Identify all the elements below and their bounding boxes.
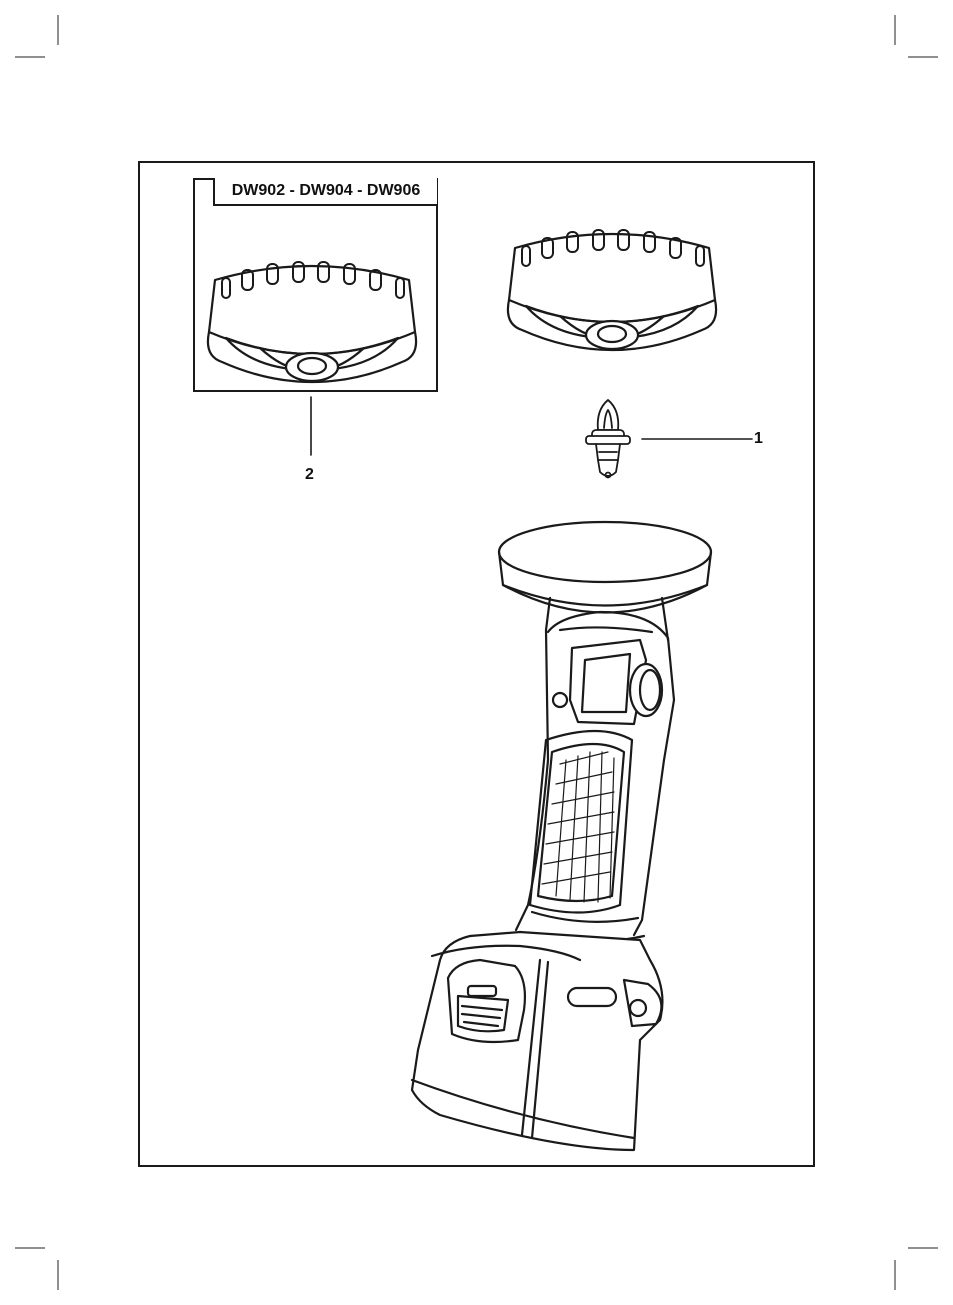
- bulb-icon: [586, 400, 630, 478]
- model-label: DW902 - DW904 - DW906: [213, 178, 437, 206]
- lens-cap-icon: [508, 230, 716, 350]
- flashlight-icon: [412, 522, 711, 1150]
- callout-number-2: 2: [305, 466, 314, 484]
- variant-box: [193, 178, 438, 392]
- callout-number-1: 1: [754, 430, 763, 448]
